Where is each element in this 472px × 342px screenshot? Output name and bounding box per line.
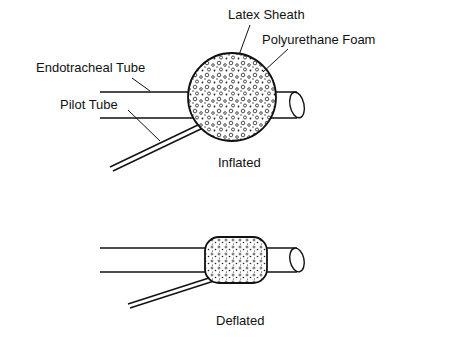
inflated-cuff <box>188 53 276 141</box>
state-label: Deflated <box>216 314 264 328</box>
pilot-tube <box>130 281 214 308</box>
state-label: Inflated <box>218 156 261 170</box>
leader-line <box>239 25 250 55</box>
deflated-cuff <box>205 237 267 283</box>
part-label: Polyurethane Foam <box>262 33 375 47</box>
leader-line <box>128 110 160 141</box>
pilot-tube <box>128 277 212 304</box>
leader-line <box>132 78 150 91</box>
deflated-assembly <box>100 237 306 308</box>
leader-line <box>263 49 288 72</box>
pilot-tube <box>110 124 200 167</box>
pilot-tube <box>113 128 203 171</box>
tube-opening <box>288 247 307 273</box>
part-label: Latex Sheath <box>228 8 305 22</box>
part-label: Endotracheal Tube <box>36 61 145 75</box>
tube-opening <box>287 91 306 119</box>
part-label: Pilot Tube <box>60 98 118 112</box>
